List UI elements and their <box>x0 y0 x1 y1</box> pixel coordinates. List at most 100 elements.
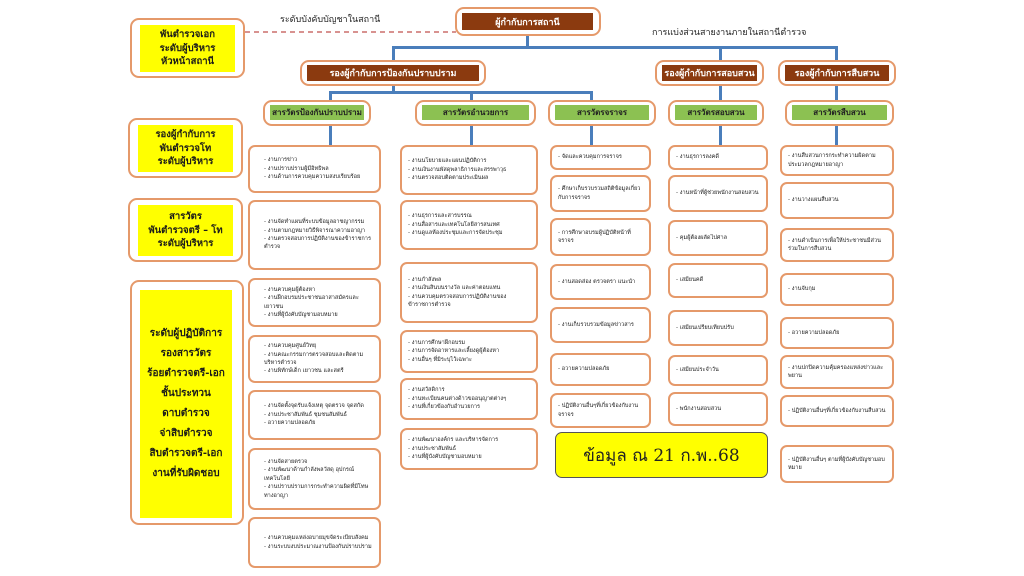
task-item: - งานธุรการลงคดี <box>676 154 719 161</box>
task-item: อวายความปลอดภัย <box>264 419 373 427</box>
task-item: - งานจับกุม <box>788 286 816 293</box>
task-box: - อวายความปลอดภัย <box>780 317 894 349</box>
task-item: งานคณะกรรมการตรวจสอบและติดตามบริหารตำรวจ <box>264 351 373 368</box>
task-box: - เสมียนเปรียบเทียบปรับ <box>668 310 768 346</box>
task-box: งานควบคุมผู้ต้องหางานฝึกอบรมประชาชนอาสาส… <box>248 278 381 327</box>
deputy-title: รองผู้กำกับการสอบสวน <box>662 65 757 81</box>
level-line: จ่าสิบตำรวจ <box>159 428 213 439</box>
task-box: งานควบคุมศูนย์วิทยุงานคณะกรรมการตรวจสอบแ… <box>248 335 381 383</box>
task-item: - เสมียนคดี <box>676 277 704 284</box>
task-item: - เสมียนประจำวัน <box>676 367 719 374</box>
task-item: งานฝึกอบรมประชาชนอาสาสมัครและเยาวชน <box>264 294 373 311</box>
level-label: พันตำรวจเอกระดับผู้บริหารหัวหน้าสถานี <box>140 25 235 72</box>
task-item: - งานทะเบียนคนต่างด้าวขออนุญาตต่างๆ <box>408 395 507 402</box>
level-line: พันตำรวจโท <box>159 142 212 154</box>
task-item: - จัดและควบคุมการจราจร <box>558 154 622 161</box>
task-item: - งานกำลังพล <box>408 276 442 283</box>
task-item: - ปฏิบัติงานอื่นๆที่เกี่ยวข้องกับงานจราจ… <box>558 403 639 418</box>
task-item: งานควบคุมศูนย์วิทยุ <box>264 342 373 350</box>
connector <box>719 85 722 101</box>
task-item: - เสมียนเปรียบเทียบปรับ <box>676 324 734 331</box>
connector <box>470 126 473 145</box>
task-box: - ปฏิบัติงานอื่นๆที่เกี่ยวข้องกับงานสืบส… <box>780 395 894 427</box>
connector <box>329 126 332 145</box>
level-line: พันตำรวจเอก <box>160 28 215 40</box>
deputy-title: รองผู้กำกับการป้องกันปราบปราม <box>307 65 479 81</box>
level-line: ระดับผู้ปฏิบัติการ <box>149 328 223 339</box>
connector <box>590 126 593 145</box>
task-box: - งานกำลังพล - งานเงินสินบนรางวัล และค่าต… <box>400 262 538 323</box>
task-item: - งานอื่นๆ ที่มิระบุไว้เฉพาะ <box>408 356 472 363</box>
task-item: งานที่ผู้บังคับบัญชามอบหมาย <box>264 311 373 319</box>
connector <box>835 85 838 101</box>
task-box: - งานนโยบายและแผนปฏิบัติการ- งานเงินงานพ… <box>400 145 538 195</box>
task-box: - เสมียนประจำวัน <box>668 355 768 386</box>
task-item: - งานควบคุมตรวจสอบการปฏิบัติงานของข้าราช… <box>408 293 507 308</box>
level-line: ระดับผู้บริหาร <box>157 238 214 250</box>
task-box: - คุมผู้ต้องผลัดไปศาล <box>668 220 768 256</box>
task-box: - งานพัฒนาองค์กร และบริหารจัดการ- งานประ… <box>400 428 538 470</box>
task-item: - พนักงานสอบสวน <box>676 405 722 412</box>
task-item: งานจัดทำแผนที่ระบบข้อมูลอาชญากรรม <box>264 218 373 226</box>
task-box: - ปฏิบัติงานอื่นๆที่เกี่ยวข้องกับงานจราจ… <box>550 393 651 428</box>
connector <box>526 36 529 49</box>
task-item: - งานที่เกี่ยวข้องกับอำนวยการ <box>408 404 481 411</box>
task-box: - งานสอดส่อง ตรวจตรา แนะนำ <box>550 264 651 300</box>
task-box: - ปฏิบัติงานอื่นๆ ตามที่ผู้บังคับบัญชามอ… <box>780 445 894 483</box>
level-line: หัวหน้าสถานี <box>160 56 215 68</box>
task-box: - อวายความปลอดภัย <box>550 353 651 386</box>
task-box: - งานธุรการและสารบรรณ- งานสื่อสารและเทคโ… <box>400 200 538 250</box>
level-line: สารวัตร <box>169 210 202 222</box>
connector <box>719 126 722 145</box>
task-item: - งานพัฒนาองค์กร และบริหารจัดการ <box>408 437 499 444</box>
chief-title: ผู้กำกับการสถานี <box>462 13 593 30</box>
task-box: - งานธุรการลงคดี <box>668 145 768 170</box>
task-item: - คุมผู้ต้องผลัดไปศาล <box>676 234 728 241</box>
task-item: งานจัดตั้งจุดรับแจ้งเหตุ จุดตรวจ จุดสกัด <box>264 402 373 410</box>
task-box: - งานการศึกษาฝึกอบรม- งานการจัดอาหารและเ… <box>400 330 538 373</box>
task-item: งานการข่าว <box>264 156 373 164</box>
task-item: - ปฏิบัติงานอื่นๆที่เกี่ยวข้องกับงานสืบส… <box>788 407 886 414</box>
task-item: - งานเงินสินบนรางวัล และค่าตอบแทน <box>408 285 501 292</box>
command-level-label: ระดับบังคับบัญชาในสถานี <box>280 15 381 25</box>
connector <box>835 46 838 61</box>
task-box: งานจัดตั้งจุดรับแจ้งเหตุ จุดตรวจ จุดสกัด… <box>248 390 381 440</box>
connector <box>590 91 593 101</box>
task-item: - งานวางแผนสืบสวน <box>788 197 839 204</box>
level-label: รองผู้กำกับการพันตำรวจโทระดับผู้บริหาร <box>138 125 233 172</box>
task-item: - อวายความปลอดภัย <box>788 329 840 336</box>
task-item: งานปราบปรามการกระทำความผิดที่มีโทษทางอาญ… <box>264 483 373 500</box>
section-title: สารวัตรสอบสวน <box>675 105 757 120</box>
task-box: - พนักงานสอบสวน <box>668 392 768 426</box>
task-item: - ศึกษาเก็บรวบรวมสถิติข้อมูลเกี่ยวกับการ… <box>558 186 641 201</box>
division-label: การแบ่งส่วนสายงานภายในสถานีตำรวจ <box>652 28 807 38</box>
task-item: - อวายความปลอดภัย <box>558 366 610 373</box>
section-title: สารวัตรอำนวยการ <box>422 105 529 120</box>
task-item: - งานสื่อสารและเทคโนโลยีสารสนเทศ <box>408 221 500 228</box>
task-box: งานจัดทำแผนที่ระบบข้อมูลอาชญากรรมงานตามก… <box>248 200 381 270</box>
section-title: สารวัตรจราจร <box>555 105 649 120</box>
task-box: งานควบคุมแหล่งอบายมุขจัดระเบียบสังคมงานร… <box>248 517 381 568</box>
level-line: รองผู้กำกับการ <box>155 128 216 140</box>
task-item: งานตามกฎหมายวิธีพิจารณาความอาญา <box>264 227 373 235</box>
task-item: - ปฏิบัติงานอื่นๆ ตามที่ผู้บังคับบัญชามอ… <box>788 456 885 471</box>
connector <box>392 46 395 61</box>
task-box: - การศึกษาอบรมผู้ปฏิบัติหน้าที่จราจร <box>550 218 651 256</box>
task-item: - งานหน้าที่ผู้ช่วยพนักงานสอบสวน <box>676 190 759 197</box>
level-line: งานที่รับผิดชอบ <box>152 468 220 479</box>
task-item: - การศึกษาอบรมผู้ปฏิบัติหน้าที่จราจร <box>558 229 631 244</box>
task-item: - งานเก็บรวบรวมข้อมูลข่าวสาร <box>558 321 634 328</box>
task-item: - งานดำเนินการเพื่อให้ประชาชนมีส่วนร่วมใ… <box>788 237 881 252</box>
task-item: งานจัดสายตรวจ <box>264 458 373 466</box>
task-item: งานด้านการควบคุมความสงบเรียบร้อย <box>264 173 373 181</box>
task-item: - งานประชาสัมพันธ์ <box>408 445 457 452</box>
task-item: งานประชาสัมพันธ์ ชุมชนสัมพันธ์ <box>264 411 373 419</box>
connector <box>719 46 722 61</box>
task-item: - งานสอดส่อง ตรวจตรา แนะนำ <box>558 278 636 285</box>
task-item: - งานการจัดอาหารและเลี้ยงดูผู้ต้องหา <box>408 348 500 355</box>
task-item: งานพัฒนาด้านกำลังพลวัสดุ อุปกรณ์เทคโนโลย… <box>264 466 373 483</box>
task-box: - จัดและควบคุมการจราจร <box>550 145 651 170</box>
task-item: งานพิทักษ์เด็ก เยาวชน และสตรี <box>264 367 373 375</box>
task-item: งานระบบงบประมาณงานป้องกันปราบปราม <box>264 543 373 551</box>
section-title: สารวัตรป้องกันปราบปราม <box>270 105 364 120</box>
